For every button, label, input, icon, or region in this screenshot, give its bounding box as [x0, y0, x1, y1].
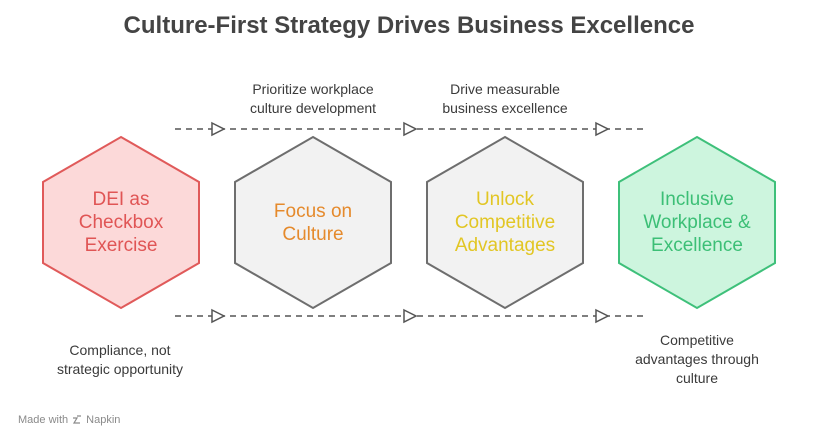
hexagon-step-1 [42, 135, 200, 310]
napkin-logo-icon [73, 415, 82, 424]
footer-watermark: Made with Napkin [18, 414, 120, 426]
bottom-arrow-1-icon [211, 308, 226, 324]
footer-made-with: Made with [18, 414, 69, 426]
bottom-arrow-2-icon [403, 308, 418, 324]
top-arrow-1-icon [211, 121, 226, 137]
top-arrow-2-icon [403, 121, 418, 137]
hexagon-step-3 [426, 135, 584, 310]
top-arrow-3-icon [595, 121, 610, 137]
page-title: Culture-First Strategy Drives Business E… [123, 12, 695, 39]
hexagon-step-2 [234, 135, 392, 310]
footer-brand: Napkin [86, 414, 121, 426]
hexagon-step-4 [618, 135, 776, 310]
bottom-arrow-3-icon [595, 308, 610, 324]
